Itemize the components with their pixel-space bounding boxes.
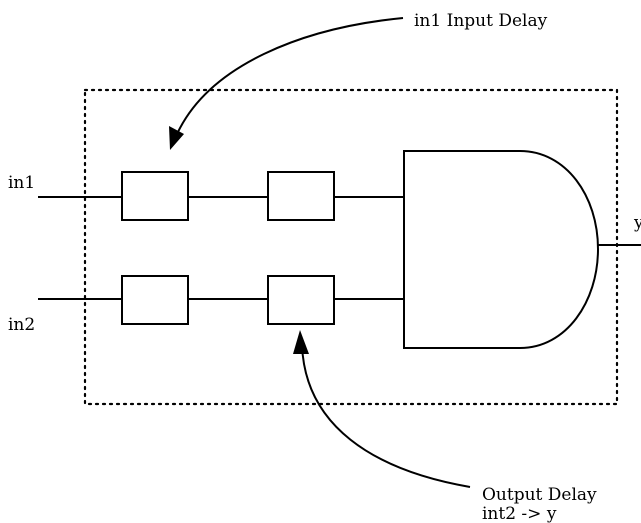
input-delay-arrow [177, 17, 404, 133]
and-gate [403, 150, 600, 349]
in1-delay-box-2 [267, 171, 335, 221]
in2-delay-box-1 [121, 275, 189, 325]
output-delay-label-line2: int2 -> y [482, 504, 557, 523]
module-boundary [83, 88, 619, 406]
output-delay-label-line1: Output Delay [482, 485, 597, 505]
in1-label: in1 [8, 173, 35, 193]
in2-label: in2 [8, 315, 35, 335]
in2-delay-box-2 [267, 275, 335, 325]
output-label: y [633, 213, 641, 233]
in1-delay-box-1 [121, 171, 189, 221]
input-delay-arrowhead [169, 126, 184, 150]
output-delay-arrowhead [293, 330, 309, 354]
output-delay-arrow [301, 344, 471, 488]
input-delay-label: in1 Input Delay [414, 11, 548, 31]
